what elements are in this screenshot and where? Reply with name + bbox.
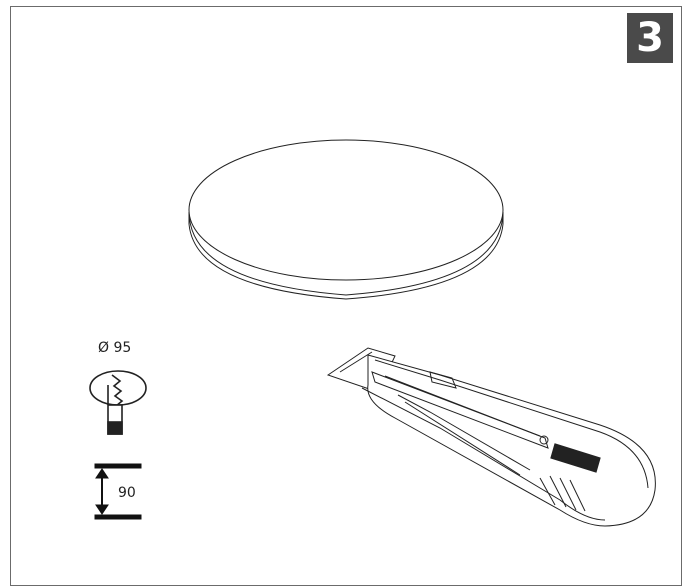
utility-knife-drawing bbox=[326, 347, 656, 527]
jigsaw-hole-icon bbox=[89, 370, 147, 435]
illustration bbox=[89, 139, 656, 527]
diameter-label: Ø 95 bbox=[98, 340, 132, 356]
depth-arrow-icon bbox=[94, 463, 142, 520]
depth-label: 90 bbox=[118, 485, 136, 501]
round-lid-drawing bbox=[188, 139, 504, 300]
step-number-badge: 3 bbox=[627, 13, 673, 63]
